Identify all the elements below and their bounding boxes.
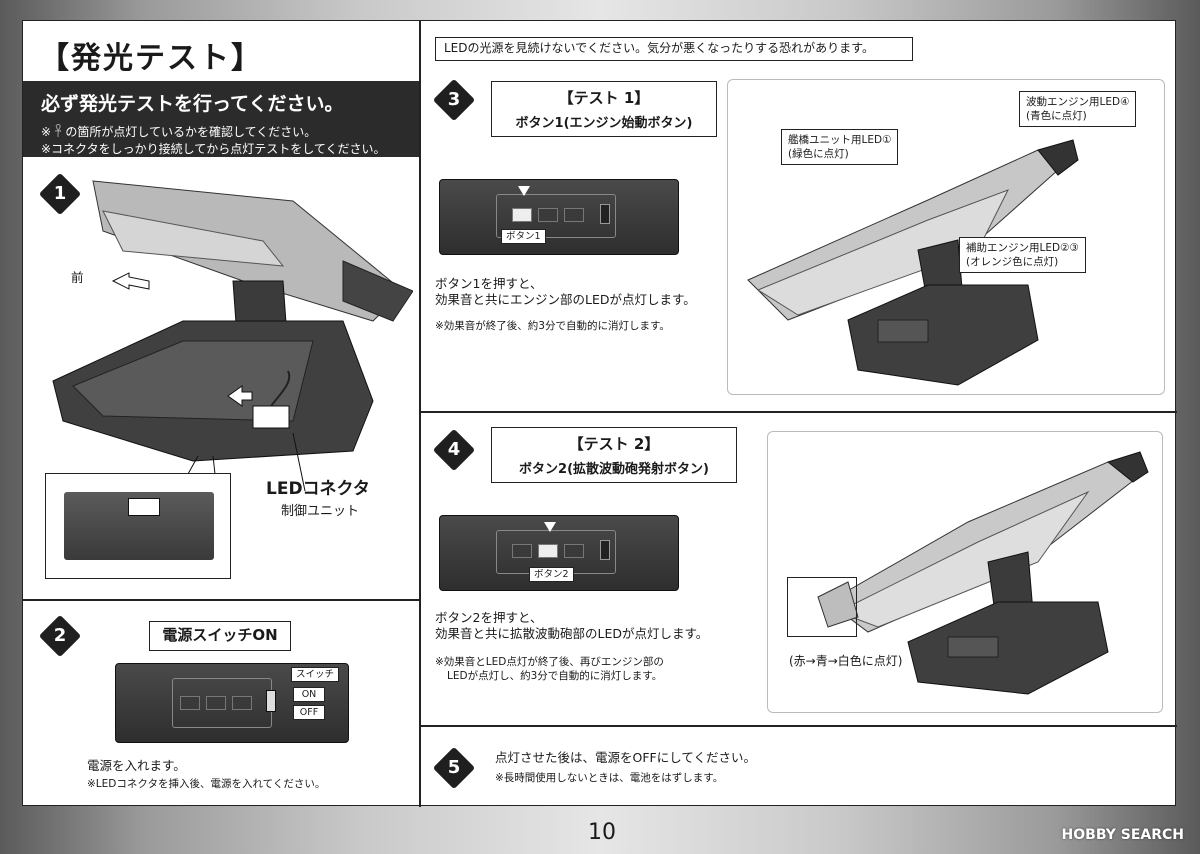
connector-slot: [128, 498, 160, 516]
unit-closeup-box: [45, 473, 231, 579]
down-arrow-icon: [544, 522, 556, 532]
led-connector-label: LEDコネクタ: [266, 479, 370, 499]
ship-illustration-test-2: [767, 431, 1163, 713]
step-4-heading-line1: 【テスト 2】: [568, 435, 660, 453]
banner-note-1: ※ 𓋹 の箇所が点灯しているかを確認してください。: [41, 125, 317, 139]
panel-button-2[interactable]: [538, 208, 558, 222]
callout-sub-engine-led-line1: 補助エンジン用LED②③: [966, 242, 1079, 254]
callout-bridge-led-line2: (緑色に点灯): [788, 148, 849, 160]
step-2-text: 電源を入れます。: [87, 758, 186, 773]
callout-engine-led-line2: (青色に点灯): [1026, 110, 1087, 122]
down-arrow-icon: [518, 186, 530, 196]
step-divider-right-2: [419, 725, 1177, 727]
step-5-text: 点灯させた後は、電源をOFFにしてください。: [495, 750, 756, 765]
page-title: 【発光テスト】: [39, 41, 263, 76]
front-label: 前: [71, 270, 84, 285]
button-bezel: [496, 194, 616, 238]
control-unit-label: 制御ユニット: [281, 504, 360, 519]
off-label: OFF: [293, 705, 325, 720]
hobby-search-logo: HOBBY SEARCH: [1061, 827, 1184, 843]
step-4-note-1: ※効果音とLED点灯が終了後、再びエンジン部の: [435, 656, 664, 668]
callout-bridge-led-line1: 艦橋ユニット用LED①: [788, 134, 892, 146]
step-2-badge: 2: [38, 614, 82, 658]
panel-button-3[interactable]: [232, 696, 252, 710]
wave-cannon-highlight: [787, 577, 857, 637]
callout-engine-led-line1: 波動エンジン用LED④: [1026, 96, 1130, 108]
step-4-color-label: (赤→青→白色に点灯): [789, 654, 903, 668]
step-3-heading-line1: 【テスト 1】: [558, 89, 650, 107]
page-number: 10: [588, 820, 616, 845]
base-unit-illustration: [52, 180, 413, 502]
banner-note-2: ※コネクタをしっかり接続してから点灯テストをしてください。: [41, 142, 386, 156]
step-4-badge: 4: [432, 428, 476, 472]
panel-button-1[interactable]: [180, 696, 200, 710]
on-label: ON: [293, 687, 325, 702]
callout-engine-led: 波動エンジン用LED④ (青色に点灯): [1019, 91, 1137, 127]
step-5-note: ※長時間使用しないときは、電池をはずします。: [495, 772, 724, 784]
panel-button-3[interactable]: [564, 544, 584, 558]
callout-sub-engine-led: 補助エンジン用LED②③ (オレンジ色に点灯): [959, 237, 1086, 273]
step-3-text-1: ボタン1を押すと、: [435, 276, 543, 291]
button-1-highlight[interactable]: [512, 208, 532, 222]
power-switch[interactable]: [266, 690, 276, 712]
step-3-heading: 【テスト 1】 ボタン1(エンジン始動ボタン): [491, 81, 717, 137]
instruction-banner: 必ず発光テストを行ってください。 ※ 𓋹 の箇所が点灯しているかを確認してくださ…: [23, 81, 419, 157]
step-4-text-1: ボタン2を押すと、: [435, 610, 543, 625]
banner-main-text: 必ず発光テストを行ってください。: [41, 93, 344, 115]
step-3-text-2: 効果音と共にエンジン部のLEDが点灯します。: [435, 292, 696, 307]
step-3-badge: 3: [432, 78, 476, 122]
step-2-heading: 電源スイッチON: [149, 621, 291, 651]
step-4-text-2: 効果音と共に拡散波動砲部のLEDが点灯します。: [435, 626, 709, 641]
step-2-note: ※LEDコネクタを挿入後、電源を入れてください。: [87, 778, 326, 790]
panel-button-2[interactable]: [206, 696, 226, 710]
step-4-note-2: LEDが点灯し、約3分で自動的に消灯します。: [447, 670, 663, 682]
instruction-page: 【発光テスト】 必ず発光テストを行ってください。 ※ 𓋹 の箇所が点灯しているか…: [22, 20, 1177, 807]
switch-tag: スイッチ: [291, 667, 340, 682]
button-2-highlight[interactable]: [538, 544, 558, 558]
button-panel-test-1: [439, 179, 679, 255]
callout-sub-engine-led-line2: (オレンジ色に点灯): [966, 256, 1059, 268]
power-switch[interactable]: [600, 204, 610, 224]
step-5-badge: 5: [432, 746, 476, 790]
panel-button-3[interactable]: [564, 208, 584, 222]
step-4-heading: 【テスト 2】 ボタン2(拡散波動砲発射ボタン): [491, 427, 737, 483]
button-1-tag: ボタン1: [501, 229, 546, 244]
step-3-heading-line2: ボタン1(エンジン始動ボタン): [515, 116, 693, 131]
callout-bridge-led: 艦橋ユニット用LED① (緑色に点灯): [781, 129, 899, 165]
step-4-heading-line2: ボタン2(拡散波動砲発射ボタン): [519, 462, 709, 477]
button-2-tag: ボタン2: [529, 567, 574, 582]
step-divider-left: [23, 599, 419, 601]
step-3-note: ※効果音が終了後、約3分で自動的に消灯します。: [435, 320, 670, 332]
step-divider-right-1: [419, 411, 1177, 413]
warning-box: LEDの光源を見続けないでください。気分が悪くなったりする恐れがあります。: [435, 37, 913, 61]
panel-button-1[interactable]: [512, 544, 532, 558]
column-divider: [419, 21, 421, 807]
ship-test-2-drawing: [817, 451, 1149, 695]
ship-test-1-drawing: [747, 139, 1079, 386]
power-switch[interactable]: [600, 540, 610, 560]
